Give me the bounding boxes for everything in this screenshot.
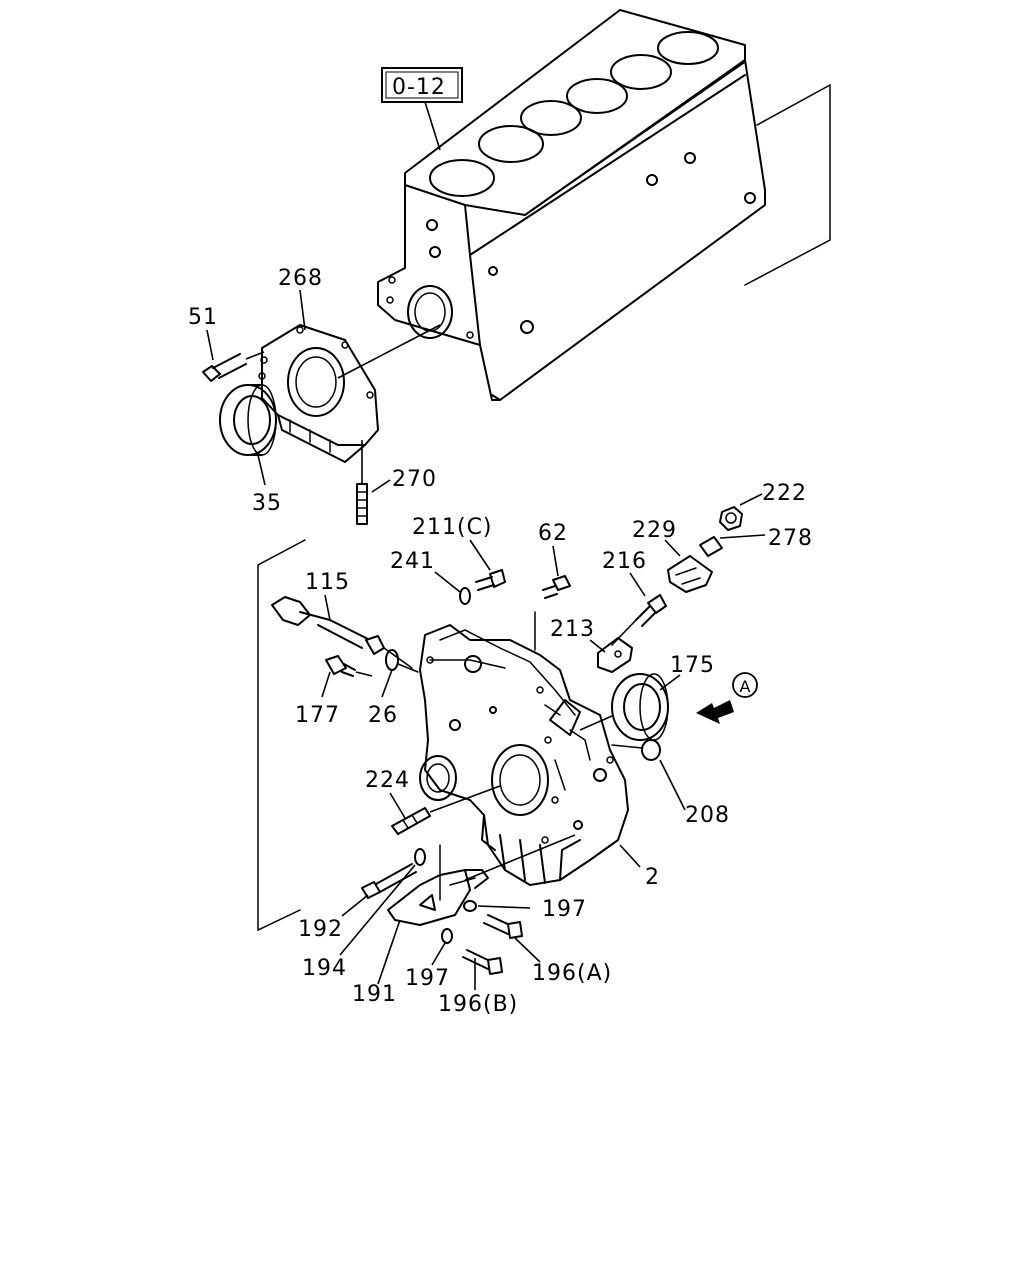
callout-175: 175 — [670, 653, 715, 678]
callout-labels: 268 51 35 270 222 211(C) 62 229 278 241 … — [188, 266, 813, 1017]
callout-192: 192 — [298, 917, 343, 942]
callout-216: 216 — [602, 549, 647, 574]
callout-194: 194 — [302, 956, 347, 981]
washer-197-upper — [463, 900, 477, 912]
callout-197-lower: 197 — [405, 966, 450, 991]
bolt-192 — [361, 863, 417, 899]
callout-26: 26 — [368, 703, 398, 728]
nut-222 — [719, 506, 743, 531]
callout-208: 208 — [685, 803, 730, 828]
callout-196a: 196(A) — [532, 961, 612, 986]
callout-leaders — [206, 289, 766, 990]
bolt-196b — [462, 949, 503, 975]
callout-62: 62 — [538, 521, 568, 546]
callout-2: 2 — [645, 865, 660, 890]
stud-270 — [356, 440, 368, 525]
rear-oil-seal-35 — [219, 384, 277, 456]
view-marker-a[interactable]: A — [732, 672, 758, 698]
callout-222: 222 — [762, 481, 807, 506]
sensor-216 — [611, 594, 667, 646]
bolt-62 — [542, 575, 571, 599]
callout-241: 241 — [390, 549, 435, 574]
callout-51: 51 — [188, 305, 218, 330]
callout-197-upper: 197 — [542, 897, 587, 922]
callout-270: 270 — [392, 467, 437, 492]
callout-177: 177 — [295, 703, 340, 728]
bolt-196a — [483, 914, 523, 939]
bolt-211c — [459, 569, 506, 605]
rear-oil-seal-retainer — [258, 324, 441, 463]
view-arrow-a — [696, 700, 734, 724]
callout-211c: 211(C) — [412, 515, 493, 540]
callout-229: 229 — [632, 518, 677, 543]
callout-191: 191 — [352, 982, 397, 1007]
callout-224: 224 — [365, 768, 410, 793]
bracket-191 — [387, 844, 489, 926]
bracket-229 — [667, 555, 713, 593]
callout-268: 268 — [278, 266, 323, 291]
flywheel-housing — [419, 624, 629, 886]
dowel-208 — [611, 739, 661, 761]
washer-197-lower — [441, 928, 453, 944]
sensor-harness-115 — [271, 596, 413, 669]
callout-35: 35 — [252, 491, 282, 516]
callout-196b: 196(B) — [438, 992, 518, 1017]
break-line-left — [257, 539, 306, 932]
callout-213: 213 — [550, 617, 595, 642]
washer-194 — [414, 848, 426, 866]
plate-278 — [699, 536, 723, 557]
bolt-177 — [325, 655, 373, 677]
bolt-51 — [202, 351, 265, 382]
engine-block — [377, 9, 831, 401]
view-marker-label: A — [740, 677, 751, 696]
stud-224 — [391, 785, 501, 835]
callout-115: 115 — [305, 570, 350, 595]
callout-278: 278 — [768, 526, 813, 551]
reference-box-label: 0-12 — [392, 75, 446, 100]
front-oil-seal-175 — [579, 673, 669, 741]
bracket-213 — [597, 637, 633, 673]
reference-box[interactable]: 0-12 — [381, 67, 463, 151]
bracket-alignment-line — [464, 834, 576, 881]
